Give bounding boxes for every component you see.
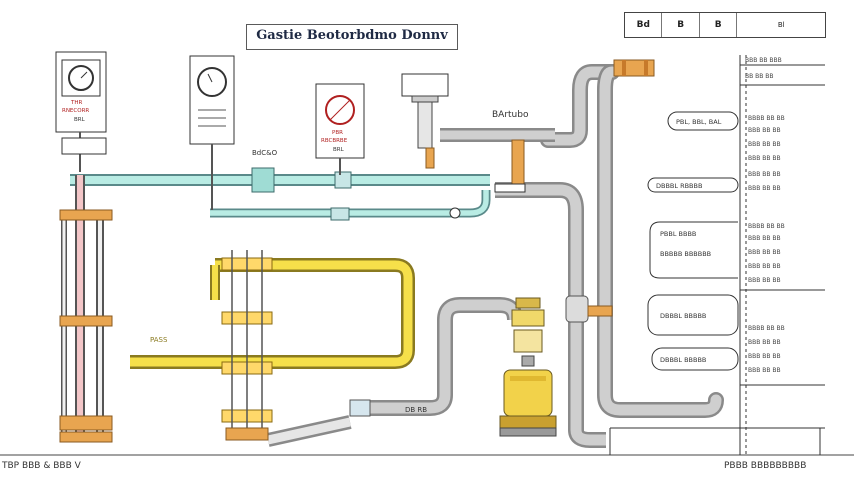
drain-label: DB RB bbox=[405, 406, 427, 414]
svg-text:BBBB BB BB: BBBB BB BB bbox=[748, 325, 785, 332]
legend-cell-3: B bbox=[700, 13, 738, 37]
note-5: DBBBL BBBBB bbox=[660, 312, 706, 320]
cyan-header bbox=[70, 174, 491, 218]
gauge1-l2: RNECORR bbox=[62, 108, 89, 114]
svg-text:BB BB BB: BB BB BB bbox=[745, 73, 774, 80]
yellow-tag: PASS bbox=[150, 336, 168, 344]
diagram-title: Gastie Beotorbdmo Donnv bbox=[256, 28, 448, 43]
note-6: DBBBL BBBBB bbox=[660, 356, 706, 364]
gray-loop-pipe bbox=[266, 297, 523, 447]
yellow-loop bbox=[130, 258, 415, 369]
legend-box: Bd B B Bl bbox=[624, 12, 826, 38]
svg-text:BBBB BB BB: BBBB BB BB bbox=[748, 115, 785, 122]
svg-text:BBB BB BB: BBB BB BB bbox=[748, 353, 781, 360]
yellow-tank bbox=[499, 297, 557, 437]
footer-left: TBP BBB & BBB V bbox=[2, 461, 81, 471]
svg-text:BBB BB BB: BBB BB BB bbox=[748, 171, 781, 178]
svg-text:BBB BB BB: BBB BB BB bbox=[748, 367, 781, 374]
bracket-notes bbox=[647, 111, 739, 371]
footer-right: PBBB BBBBBBBBB bbox=[724, 461, 807, 471]
legend-cell-2: B bbox=[662, 13, 700, 37]
gauge-panel-3 bbox=[315, 83, 365, 175]
valve-manifold bbox=[221, 250, 273, 441]
legend-cell-1: Bd bbox=[625, 13, 663, 37]
svg-text:BBB BB BBB: BBB BB BBB bbox=[745, 57, 782, 64]
gauge3-l1: PBR bbox=[332, 130, 343, 136]
svg-text:BBB BB BB: BBB BB BB bbox=[748, 185, 781, 192]
bdo-label: BdC&O bbox=[252, 149, 278, 157]
svg-text:BBB BB BB: BBB BB BB bbox=[748, 155, 781, 162]
svg-text:BBBB BB BB: BBBB BB BB bbox=[748, 223, 785, 230]
gauge1-l3: BRL bbox=[74, 117, 86, 123]
note-3: PBBL BBBB bbox=[660, 230, 696, 238]
note-1: PBL, BBL, BAL bbox=[676, 118, 722, 126]
svg-text:BBB BB BB: BBB BB BB bbox=[748, 127, 781, 134]
diagram-title-box: Gastie Beotorbdmo Donnv bbox=[246, 24, 458, 50]
cartro-label: BArtubo bbox=[492, 110, 529, 120]
svg-text:BBB BB BB: BBB BB BB bbox=[748, 249, 781, 256]
svg-text:BBB BB BB: BBB BB BB bbox=[748, 141, 781, 148]
legend-cell-4: Bl bbox=[777, 21, 785, 29]
gauge-panel-1 bbox=[55, 51, 107, 172]
svg-text:BBB BB BB: BBB BB BB bbox=[748, 263, 781, 270]
gauge-panel-2 bbox=[189, 55, 235, 210]
svg-text:BBB BB BB: BBB BB BB bbox=[748, 339, 781, 346]
dosing-vessel bbox=[401, 73, 449, 169]
gauge3-l3: BRL bbox=[333, 147, 345, 153]
gauge3-l2: RBCBRBE bbox=[321, 138, 348, 144]
gauge1-l1: THR bbox=[70, 100, 82, 106]
gray-return-pipe bbox=[540, 64, 724, 418]
svg-text:BBB BB BB: BBB BB BB bbox=[748, 235, 781, 242]
note-2: DBBBL RBBBB bbox=[656, 182, 702, 190]
svg-text:BBB BB BB: BBB BB BB bbox=[748, 277, 781, 284]
notes-table: BBB BB BBB BB BB BB BBBB BB BB BBB BB BB… bbox=[609, 55, 825, 455]
note-4: BBBBB BBBBBB bbox=[660, 250, 711, 258]
